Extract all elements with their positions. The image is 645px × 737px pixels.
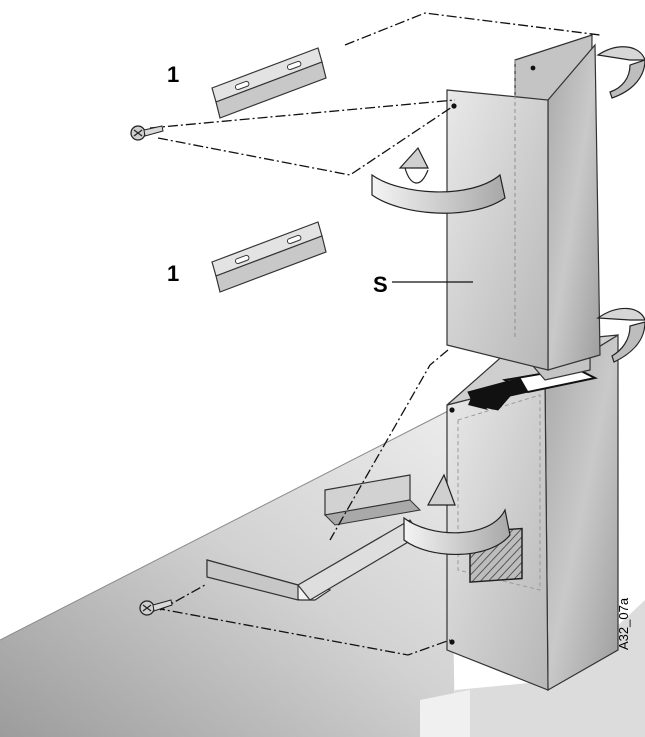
- insert-arrow-icon: [467, 377, 529, 411]
- upper-cover-S: [446, 34, 601, 381]
- tray-small: [323, 474, 422, 526]
- rotate-arrow-icon: [403, 473, 511, 555]
- rotate-arrow-icon: [371, 146, 506, 214]
- tray-large: [206, 519, 421, 601]
- rotate-arrow-icon: [596, 307, 645, 363]
- screw-icon: [139, 599, 173, 616]
- alignment-lines: [149, 12, 601, 656]
- bracket-top: [211, 47, 327, 119]
- screw-icon: [130, 125, 164, 141]
- figure-code: A32_07a: [616, 597, 631, 650]
- mounting-hole: [449, 639, 455, 645]
- mounting-hole: [449, 407, 455, 413]
- mounting-hole: [530, 65, 536, 71]
- bracket-bottom: [211, 221, 327, 293]
- panel-label-S: S: [373, 272, 388, 297]
- bracket-label-bottom: 1: [167, 261, 179, 286]
- rotate-arrow-icon: [596, 46, 645, 99]
- lower-housing: [446, 333, 619, 692]
- bracket-label-top: 1: [167, 62, 179, 87]
